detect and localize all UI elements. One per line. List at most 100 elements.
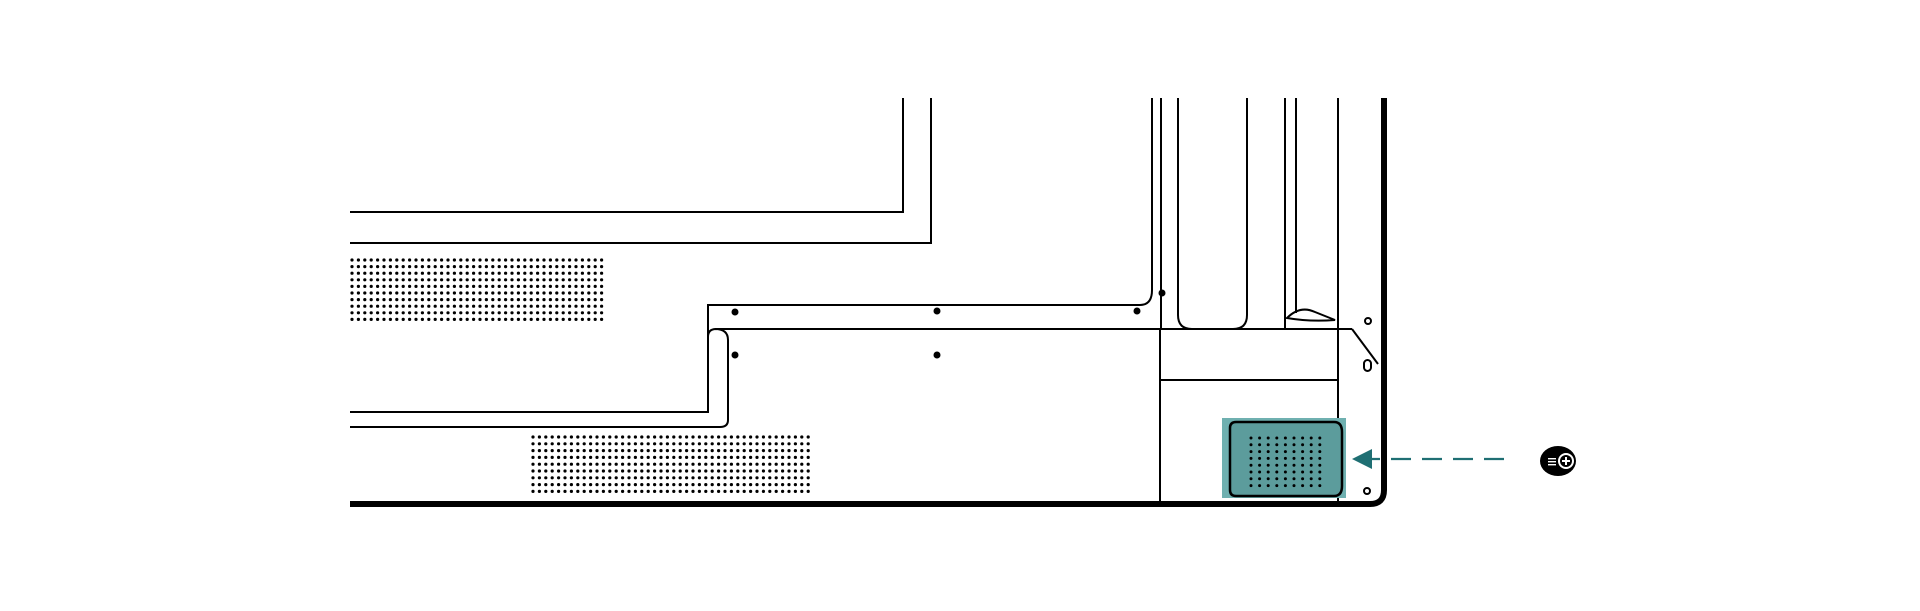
- grille-dot: [665, 449, 670, 453]
- grille-dot: [717, 435, 721, 439]
- grille-dot: [678, 455, 682, 459]
- grille-dot: [729, 435, 734, 439]
- grille-dot: [529, 265, 533, 269]
- grille-dot: [369, 311, 373, 315]
- grille-dot: [580, 317, 585, 321]
- grille-dot: [1318, 450, 1322, 454]
- grille-dot: [729, 469, 734, 473]
- grille-dot: [582, 455, 586, 459]
- grille-dot: [781, 455, 785, 459]
- grille-dot: [484, 304, 488, 308]
- grille-dot: [793, 476, 798, 480]
- grille-dot: [659, 449, 663, 453]
- grille-dot: [459, 278, 463, 282]
- grille-dot: [806, 469, 810, 473]
- grille-dot: [781, 449, 785, 453]
- grille-dot: [736, 455, 740, 459]
- grille-dot: [787, 442, 791, 446]
- grille-dot: [388, 311, 392, 315]
- grille-dot: [497, 311, 501, 315]
- grille-dot: [665, 483, 670, 487]
- grille-dot: [478, 284, 482, 288]
- grille-dot: [536, 298, 540, 302]
- grille-dot: [627, 462, 631, 466]
- grille-dot: [497, 278, 501, 282]
- grille-dot: [672, 469, 676, 473]
- grille-dot: [672, 483, 676, 487]
- grille-dot: [600, 258, 604, 262]
- grille-dot: [420, 304, 424, 308]
- grille-dot: [614, 469, 618, 473]
- grille-dot: [363, 278, 367, 282]
- grille-dot: [742, 483, 746, 487]
- grille-dot: [749, 476, 753, 480]
- grille-dot: [363, 298, 367, 302]
- grille-dot: [1309, 470, 1313, 474]
- grille-dot: [608, 435, 612, 439]
- grille-dot: [665, 476, 670, 480]
- grille-dot: [440, 291, 444, 295]
- grille-dot: [755, 476, 759, 480]
- grille-dot: [484, 265, 488, 269]
- grille-dot: [729, 489, 734, 493]
- grille-dot: [774, 469, 778, 473]
- grille-dot: [1249, 477, 1253, 481]
- grille-dot: [557, 442, 561, 446]
- grille-dot: [363, 291, 367, 295]
- grille-dot: [363, 265, 367, 269]
- grille-dot: [536, 311, 540, 315]
- grille-dot: [608, 462, 612, 466]
- grille-dot: [704, 442, 708, 446]
- grille-dot: [369, 304, 373, 308]
- grille-dot: [504, 291, 508, 295]
- grille-dot: [761, 489, 766, 493]
- grille-dot: [800, 462, 804, 466]
- grille-dot: [544, 489, 548, 493]
- grille-dot: [608, 489, 612, 493]
- grille-dot: [446, 258, 450, 262]
- grille-dot: [531, 462, 535, 466]
- grille-dot: [550, 455, 554, 459]
- grille-dot: [787, 469, 791, 473]
- grille-dot: [729, 449, 734, 453]
- grille-dot: [576, 462, 580, 466]
- grille-dot: [1292, 443, 1296, 447]
- grille-dot: [749, 435, 753, 439]
- grille-dot: [548, 291, 553, 295]
- grille-dot: [587, 258, 591, 262]
- grille-dot: [504, 278, 508, 282]
- grille-dot: [593, 265, 597, 269]
- grille-dot: [484, 311, 488, 315]
- grille-dot: [672, 476, 676, 480]
- grille-dot: [614, 489, 618, 493]
- grille-dot: [531, 455, 535, 459]
- grille-dot: [646, 449, 650, 453]
- grille-dot: [376, 278, 380, 282]
- grille-dot: [704, 462, 708, 466]
- grille-dot: [672, 462, 676, 466]
- latch: [1284, 308, 1336, 322]
- grille-dot: [659, 483, 663, 487]
- grille-dot: [736, 469, 740, 473]
- grille-dot: [561, 278, 565, 282]
- grille-dot: [589, 442, 593, 446]
- grille-dot: [685, 435, 689, 439]
- grille-dot: [491, 265, 495, 269]
- grille-dot: [1258, 443, 1262, 447]
- grille-dot: [691, 469, 695, 473]
- grille-dot: [646, 469, 650, 473]
- grille-dot: [672, 455, 676, 459]
- grille-dot: [781, 435, 785, 439]
- grille-dot: [433, 304, 437, 308]
- grille-dot: [510, 284, 514, 288]
- grille-dot: [749, 483, 753, 487]
- grille-dot: [600, 265, 604, 269]
- grille-dot: [523, 278, 527, 282]
- grille-dot: [446, 298, 450, 302]
- grille-dot: [574, 311, 578, 315]
- grille-dot: [793, 442, 798, 446]
- grille-dot: [356, 258, 360, 262]
- grille-dot: [568, 258, 572, 262]
- grille-dot: [691, 449, 695, 453]
- grille-dot: [640, 449, 644, 453]
